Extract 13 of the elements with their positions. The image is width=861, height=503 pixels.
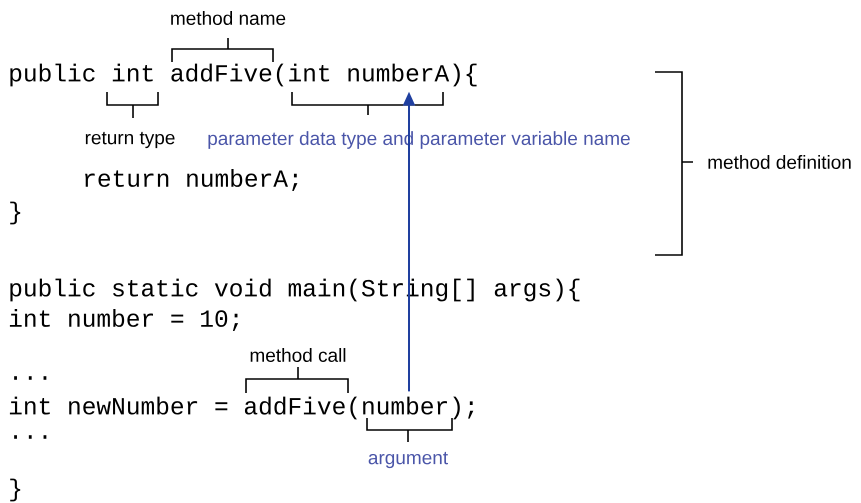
code-line: int newNumber = addFive(number); [10,396,474,420]
annotation-label: argument [368,452,448,468]
code-line: } [10,478,20,502]
code-line: ... [14,435,46,439]
code-line: public int addFive(int numberA){ [10,64,477,86]
annotation-label: method call [250,348,346,362]
annotation-label: method definition [708,155,851,169]
code-line: int number = 10; [10,308,238,332]
code-line: return numberA; [85,168,298,192]
code-line: ... [14,376,46,380]
code-line: } [10,202,20,224]
annotation-label: method name [171,11,286,25]
annotation-label: return type [86,132,175,148]
